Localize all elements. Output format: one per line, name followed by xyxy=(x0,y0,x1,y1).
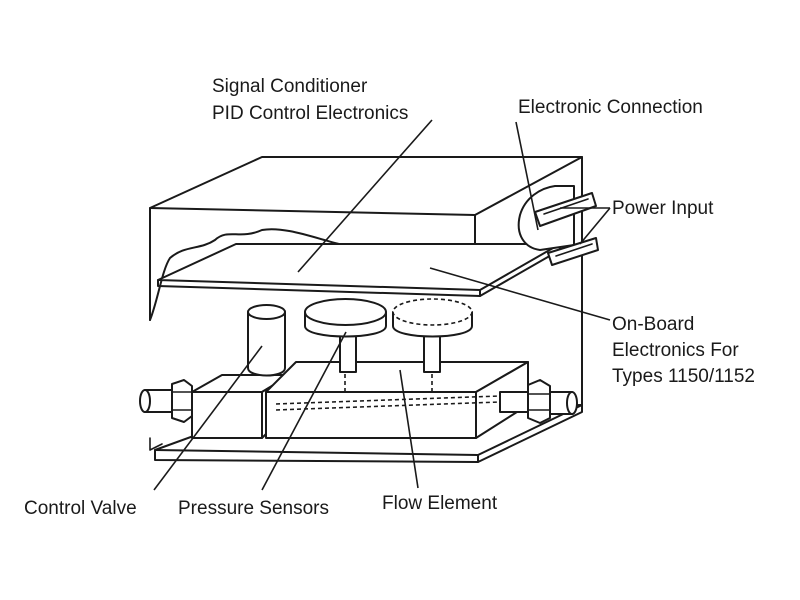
label-electronic-connection: Electronic Connection xyxy=(518,97,703,118)
label-onboard-line1: On-Board xyxy=(612,314,694,335)
flow-element-block xyxy=(265,361,529,439)
pressure-sensor-right xyxy=(392,298,473,392)
leader-lines xyxy=(153,119,611,491)
outlet-fitting xyxy=(499,379,578,424)
enclosure xyxy=(149,156,583,406)
label-flow-element: Flow Element xyxy=(382,493,498,514)
label-pid-control-electronics: PID Control Electronics xyxy=(212,103,408,124)
label-onboard-line2: Electronics For xyxy=(612,340,739,361)
label-onboard-line3: Types 1150/1152 xyxy=(612,366,755,387)
inlet-fitting xyxy=(139,379,193,423)
label-signal-conditioner: Signal Conditioner xyxy=(212,76,368,97)
labels: Signal Conditioner PID Control Electroni… xyxy=(24,76,755,519)
label-control-valve: Control Valve xyxy=(24,498,137,519)
label-power-input: Power Input xyxy=(612,198,714,219)
label-pressure-sensors: Pressure Sensors xyxy=(178,498,329,519)
pressure-sensor-left xyxy=(304,298,387,392)
